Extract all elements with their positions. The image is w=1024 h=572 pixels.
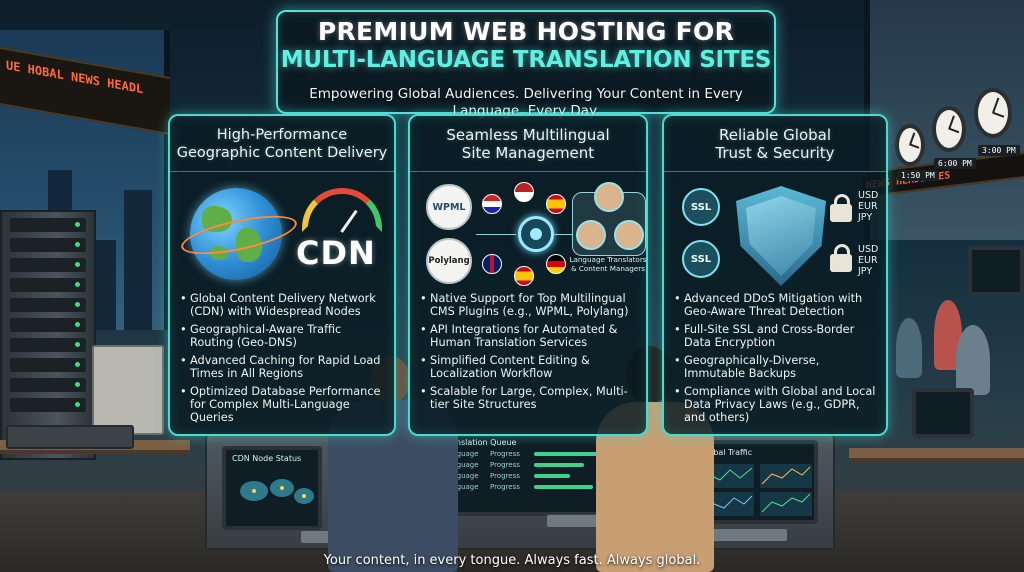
page-title-line1: PREMIUM WEB HOSTING FOR [317,17,735,46]
feature-item: Full-Site SSL and Cross-Border Data Encr… [674,323,876,349]
security-illustration: SSL SSL USD EUR JPY USD EUR JPY [674,176,879,288]
multilingual-illustration: WPML Polylang Language Translators & Con… [420,176,647,288]
germany-flag-icon [546,254,566,274]
feature-item: Optimized Database Performance for Compl… [180,385,384,424]
printer [92,345,164,435]
feature-item: Geographically-Diverse, Immutable Backup… [674,354,876,380]
cdn-label: CDN [296,234,376,272]
uk-flag-icon [482,254,502,274]
queue-row: Language Progress [444,483,624,491]
integration-hub-icon [518,216,554,252]
connector-line [476,234,516,235]
us-flag-icon [482,194,502,214]
queue-language: Language [444,461,479,469]
currency-list: USD EUR JPY [858,244,879,277]
office-monitor [968,246,1024,296]
feature-panel-security: Reliable Global Trust & Security SSL SSL… [662,114,888,436]
wall-clock [932,106,966,152]
shield-map-icon [746,196,816,276]
feature-item: Compliance with Global and Local Data Pr… [674,385,876,424]
office-worker [956,325,990,395]
feature-list: Advanced DDoS Mitigation with Geo-Aware … [674,292,876,424]
ssl-badge-icon: SSL [682,240,720,278]
monitor-title: Translation Queue [444,438,517,447]
queue-progress-bar [534,485,593,489]
queue-language: Language [444,450,479,458]
currency-list: USD EUR JPY [858,190,879,223]
queue-status: Progress [490,450,520,458]
feature-list: Global Content Delivery Network (CDN) wi… [180,292,384,424]
polylang-plugin-badge: Polylang [426,238,472,284]
traffic-chart-graphic [702,464,812,516]
panel-header: High-Performance Geographic Content Deli… [170,116,394,172]
panel-header: Reliable Global Trust & Security [664,116,886,172]
feature-item: Advanced DDoS Mitigation with Geo-Aware … [674,292,876,318]
feature-item: Native Support for Top Multilingual CMS … [420,292,636,318]
footer-caption: Your content, in every tongue. Always fa… [323,553,701,568]
connector-line [554,234,572,235]
wpml-plugin-badge: WPML [426,184,472,230]
lock-icon [830,194,852,222]
monitor-title: Global Traffic [700,448,753,457]
keyboard [702,528,788,542]
spain-flag-icon [546,194,566,214]
feature-panel-content-delivery: High-Performance Geographic Content Deli… [168,114,396,436]
queue-status: Progress [490,483,520,491]
queue-progress-bar [534,452,602,456]
queue-language: Language [444,472,479,480]
queue-status: Progress [490,461,520,469]
translator-avatar [594,182,624,212]
control-deck [6,425,134,449]
wall-clock [895,124,925,166]
page-title-line2: MULTI-LANGUAGE TRANSLATION SITES [280,47,772,73]
clock-label: 1:50 PM [897,170,939,181]
cdn-illustration: CDN [178,176,384,288]
right-desk [849,448,1024,462]
city-building [124,190,152,330]
clock-label: 3:00 PM [978,145,1020,156]
feature-item: Global Content Delivery Network (CDN) wi… [180,292,384,318]
panel-title: High-Performance Geographic Content Deli… [176,126,388,161]
queue-language: Language [444,483,479,491]
speed-gauge-icon [302,188,382,232]
feature-item: Advanced Caching for Rapid Load Times in… [180,354,384,380]
server-rack [0,210,96,460]
ssl-badge-icon: SSL [682,188,720,226]
feature-panel-site-management: Seamless Multilingual Site Management WP… [408,114,648,436]
world-map-graphic [240,479,314,504]
us-flag-icon [514,182,534,202]
translators-label: Language Translators & Content Managers [569,255,647,273]
panel-title: Reliable Global Trust & Security [715,125,835,162]
queue-row: Language Progress [444,450,624,458]
translator-avatar [576,220,606,250]
clock-label: 6:00 PM [934,158,976,169]
panel-header: Seamless Multilingual Site Management [410,116,646,172]
feature-item: Scalable for Large, Complex, Multi-tier … [420,385,636,411]
queue-progress-bar [534,474,570,478]
wall-clock [974,88,1012,138]
queue-status: Progress [490,472,520,480]
monitor-title: CDN Node Status [232,454,302,463]
feature-item: API Integrations for Automated & Human T… [420,323,636,349]
feature-item: Simplified Content Editing & Localizatio… [420,354,636,380]
queue-row: Language Progress [444,472,624,480]
queue-progress-bar [534,463,584,467]
globe-icon [190,188,282,280]
office-monitor [912,388,974,438]
title-banner: PREMIUM WEB HOSTING FOR MULTI-LANGUAGE T… [276,10,776,114]
lock-icon [830,244,852,272]
feature-list: Native Support for Top Multilingual CMS … [420,292,636,411]
cdn-status-monitor: CDN Node Status [222,446,322,530]
office-worker [896,318,922,378]
queue-row: Language Progress [444,461,624,469]
panel-title: Seamless Multilingual Site Management [446,125,610,162]
spain-flag-icon [514,266,534,286]
feature-item: Geographical-Aware Traffic Routing (Geo-… [180,323,384,349]
translator-avatar [614,220,644,250]
